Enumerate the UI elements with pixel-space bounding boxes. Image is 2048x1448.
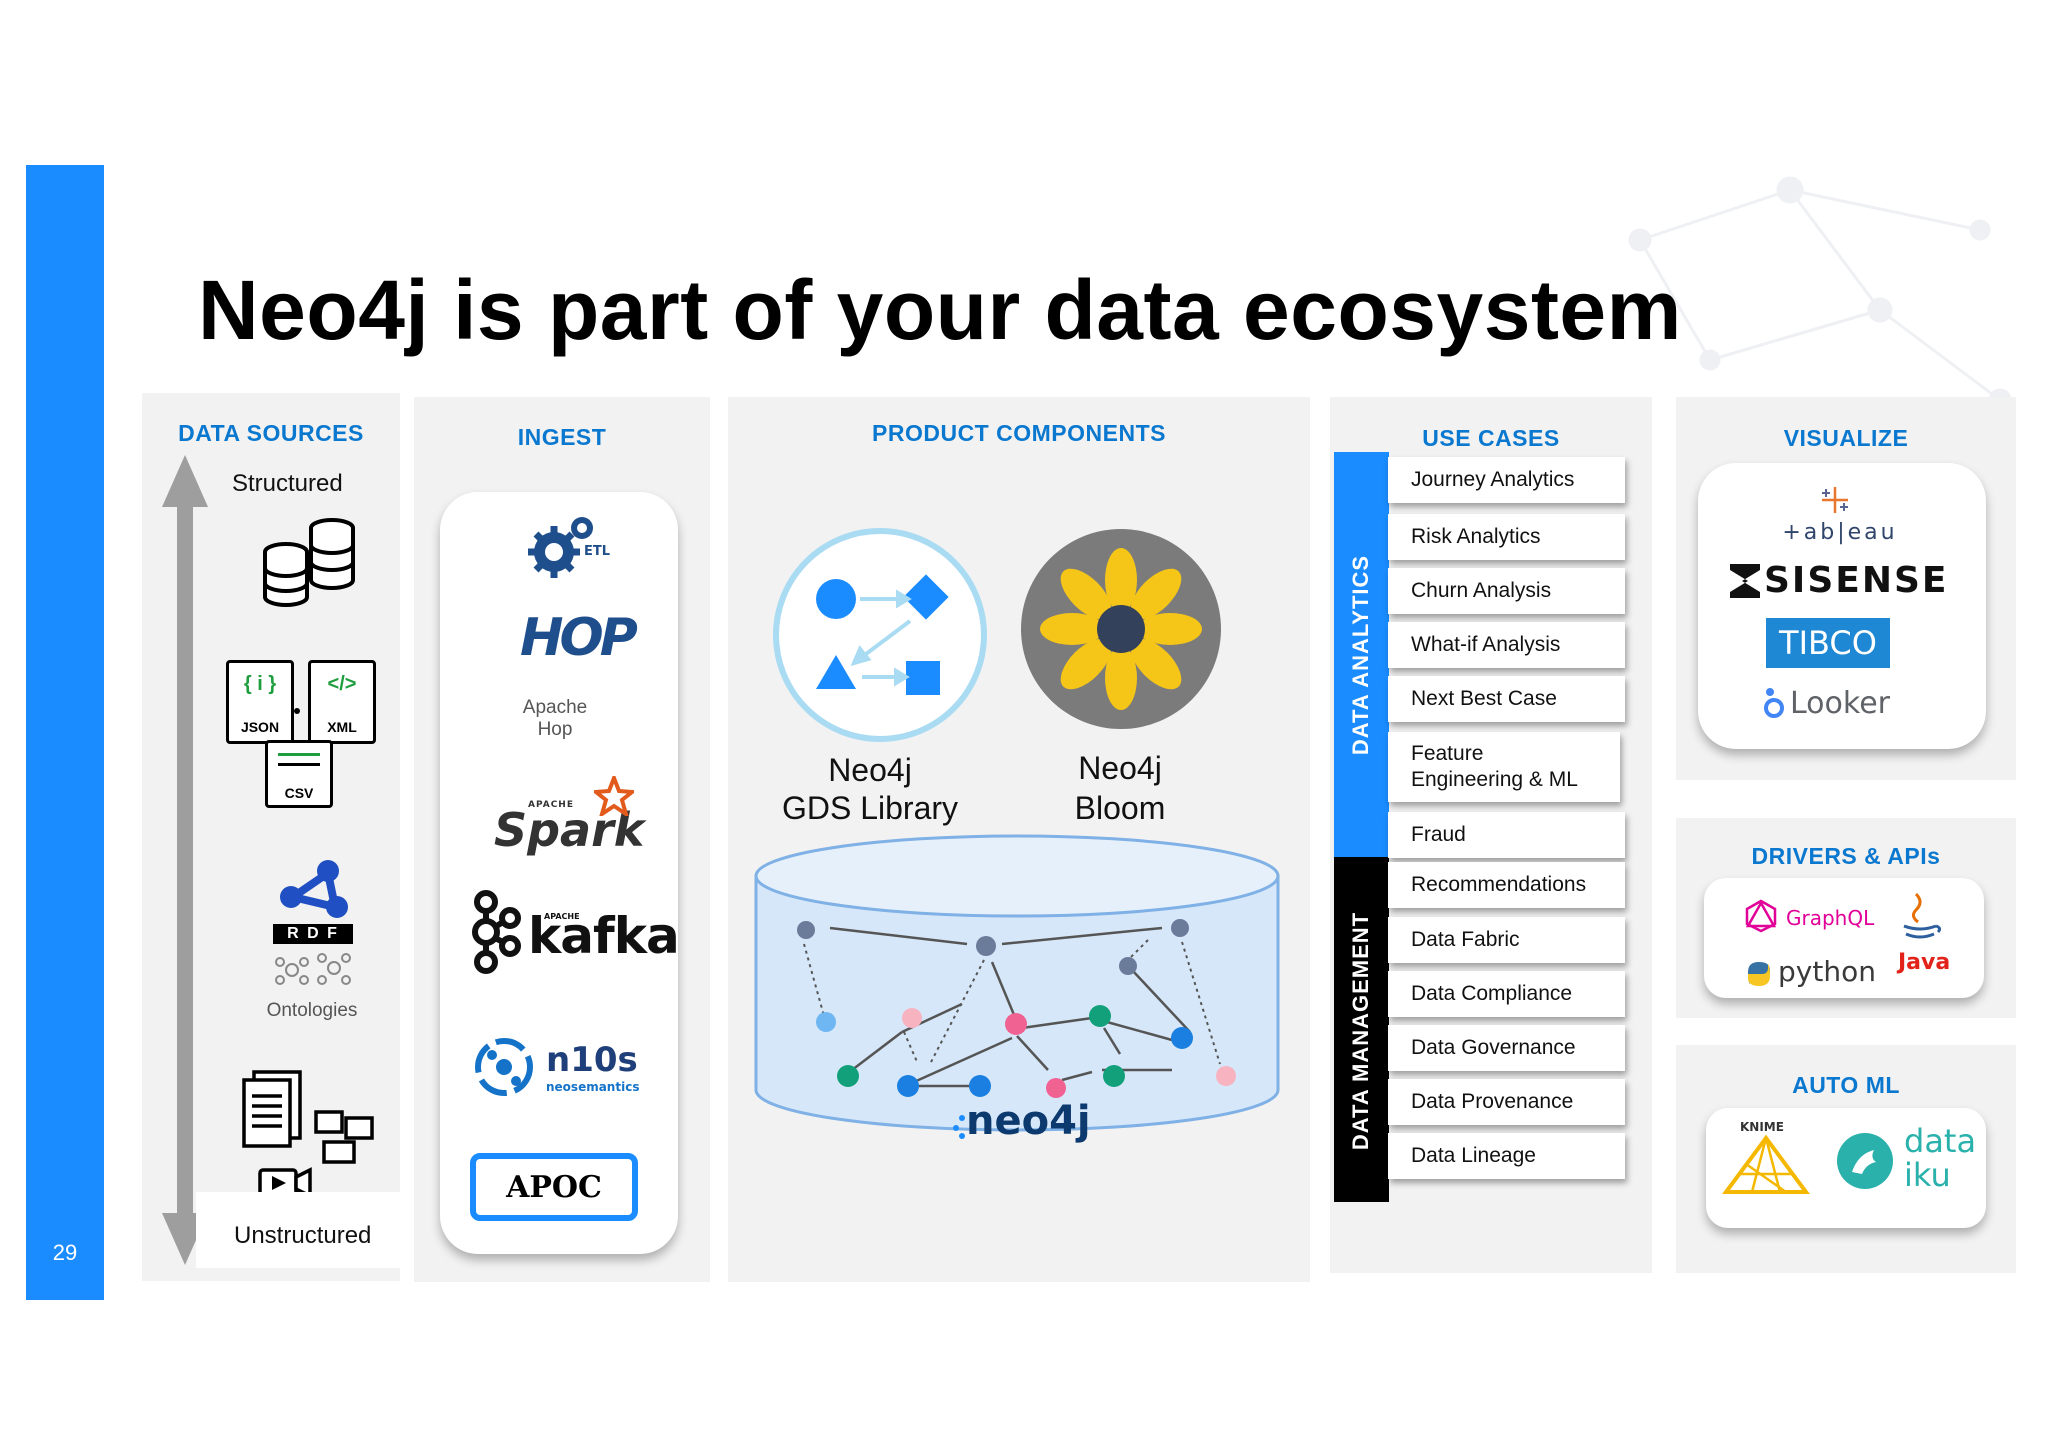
apache-hop-label-2: Hop <box>537 719 573 740</box>
ontology-icon <box>275 953 351 985</box>
tibco-logo-box: TIBCO <box>1766 618 1890 668</box>
apache-spark-logo: Spark <box>494 803 645 857</box>
apache-hop-logo: HOP <box>520 608 638 668</box>
use-case-feature-engineering: Feature Engineering & ML <box>1388 732 1620 802</box>
unstructured-label: Unstructured <box>234 1222 372 1249</box>
use-cases-title: USE CASES <box>1422 425 1560 451</box>
java-logo: Java <box>1898 950 1951 975</box>
rdf-label: R D F <box>273 924 353 944</box>
gds-label-2: GDS Library <box>781 790 959 826</box>
n10s-icon <box>475 1038 533 1096</box>
data-analytics-label: DATA ANALYTICS <box>1348 554 1373 756</box>
use-case-journey-analytics: Journey Analytics <box>1388 457 1625 503</box>
structured-label: Structured <box>232 470 343 497</box>
use-case-data-lineage: Data Lineage <box>1388 1133 1625 1179</box>
knime-triangle-icon <box>1722 1134 1810 1194</box>
use-case-what-if-analysis: What-if Analysis <box>1388 622 1625 668</box>
csv-file-icon: CSV <box>265 740 333 808</box>
use-case-data-fabric: Data Fabric <box>1388 917 1625 963</box>
gds-library-icon <box>773 528 987 742</box>
knime-label: KNIME <box>1740 1120 1784 1134</box>
spark-small-label: APACHE <box>528 800 574 810</box>
bloom-label-2: Bloom <box>1074 790 1166 826</box>
auto-ml-title: AUTO ML <box>1792 1072 1900 1098</box>
data-management-band <box>1334 857 1389 1202</box>
drivers-title: DRIVERS & APIs <box>1751 843 1941 869</box>
accent-sidebar <box>26 165 104 1300</box>
etl-label: ETL <box>584 544 611 559</box>
use-case-recommendations: Recommendations <box>1388 862 1625 908</box>
visualize-card <box>1698 463 1986 749</box>
xml-label: XML <box>327 719 357 735</box>
background-network-graphic <box>1628 176 2012 412</box>
dataiku-logo-line2: iku <box>1904 1156 1951 1194</box>
sisense-logo: SISENSE <box>1764 560 1949 601</box>
rdf-logo: R D F <box>273 857 353 944</box>
neo4j-database-cylinder <box>754 834 1280 1132</box>
visualize-title: VISUALIZE <box>1783 425 1909 451</box>
json-label: JSON <box>240 719 280 735</box>
looker-logo: Looker <box>1790 686 1890 721</box>
n10s-logo: n10s <box>546 1040 638 1080</box>
tableau-cross-icon <box>1822 487 1848 513</box>
csv-label: CSV <box>284 785 314 801</box>
python-icon <box>1748 962 1770 986</box>
use-case-data-provenance: Data Provenance <box>1388 1079 1625 1125</box>
slide-title: Neo4j is part of your data ecosystem <box>198 263 1682 357</box>
use-case-fraud: Fraud <box>1388 812 1625 858</box>
xml-file-icon: </> XML <box>308 660 376 744</box>
kafka-icon <box>472 890 521 974</box>
use-case-risk-analytics: Risk Analytics <box>1388 514 1625 560</box>
data-management-label: DATA MANAGEMENT <box>1348 911 1373 1151</box>
bloom-icon <box>1021 529 1221 729</box>
spark-star-icon <box>594 776 634 816</box>
file-separator-dot <box>294 708 300 714</box>
apache-hop-label-1: Apache <box>522 697 588 718</box>
dataiku-bird-icon <box>1837 1133 1893 1189</box>
use-case-data-compliance: Data Compliance <box>1388 971 1625 1017</box>
looker-icon <box>1764 688 1784 718</box>
use-case-data-governance: Data Governance <box>1388 1025 1625 1071</box>
python-logo: python <box>1778 955 1876 988</box>
sisense-mark-icon <box>1730 564 1760 598</box>
rdf-graph-icon <box>280 860 348 918</box>
kafka-small-label: APACHE <box>544 912 580 921</box>
apoc-box: APOC <box>470 1153 638 1221</box>
ontologies-label: Ontologies <box>266 1000 358 1021</box>
json-file-icon: { i } JSON <box>226 660 294 744</box>
dataiku-logo-line1: data <box>1904 1122 1977 1160</box>
tibco-logo: TIBCO <box>1779 624 1877 662</box>
ingest-card <box>440 492 678 1254</box>
java-cup-icon <box>1903 892 1942 939</box>
documents-media-icon <box>242 1070 374 1199</box>
structured-unstructured-arrow <box>162 455 208 1265</box>
bloom-label-1: Neo4j <box>1078 750 1162 786</box>
data-sources-title: DATA SOURCES <box>178 420 364 446</box>
neo4j-logo-dots <box>953 1115 965 1139</box>
etl-gears-icon <box>528 517 593 578</box>
use-case-churn-analysis: Churn Analysis <box>1388 568 1625 614</box>
data-analytics-band <box>1334 452 1389 857</box>
apache-kafka-logo: kafka <box>528 907 680 965</box>
use-case-next-best-case: Next Best Case <box>1388 676 1625 722</box>
unstructured-label-bg <box>196 1192 400 1268</box>
tableau-logo: +ab|eau <box>1782 520 1898 545</box>
page-number: 29 <box>52 1240 78 1265</box>
neo4j-db-logo: neo4j <box>966 1098 1091 1144</box>
graphql-icon <box>1745 899 1777 933</box>
apoc-label: APOC <box>506 1169 602 1205</box>
neosemantics-label: neosemantics <box>546 1080 640 1094</box>
gds-label-1: Neo4j <box>828 752 912 788</box>
database-icon <box>263 518 355 607</box>
ingest-title: INGEST <box>517 424 607 450</box>
product-components-title: PRODUCT COMPONENTS <box>872 420 1166 446</box>
graphql-logo: GraphQL <box>1786 906 1875 930</box>
